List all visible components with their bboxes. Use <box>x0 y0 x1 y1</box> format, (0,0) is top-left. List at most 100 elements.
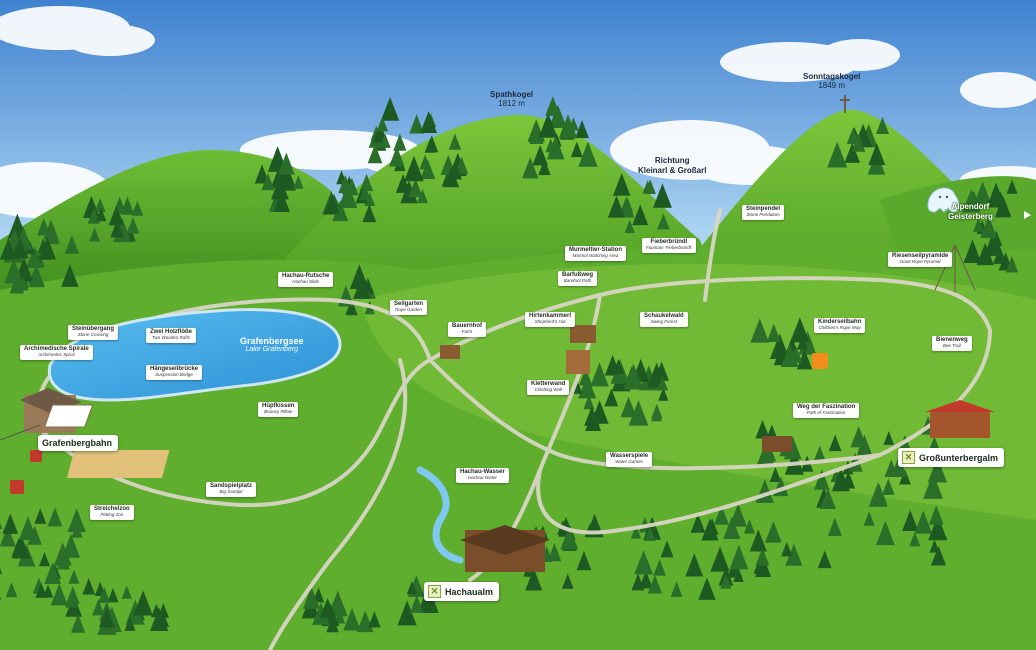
tree-icon <box>994 195 1012 218</box>
label-de: Murmeltier-Station <box>569 247 623 253</box>
tree-icon <box>367 144 383 164</box>
label-en: Barefoot Path <box>563 278 592 283</box>
station-grafenbergbahn[interactable]: Grafenbergbahn <box>38 435 119 451</box>
tree-icon <box>0 531 1 534</box>
label-wasserspiele[interactable]: Wasserspiele Water Games <box>606 452 653 467</box>
peak-name: Spathkogel <box>490 90 534 99</box>
label-schaukelwald[interactable]: Schaukelwald Swing Forest <box>640 312 688 327</box>
tree-icon <box>685 553 704 577</box>
tree-icon <box>578 375 597 399</box>
tree-icon <box>40 245 52 260</box>
tree-icon <box>273 190 290 212</box>
tree-icon <box>729 503 747 527</box>
label-archimedische-spirale[interactable]: Archimedische Spirale Archimedes Spiral <box>20 345 93 360</box>
label-weg-der-faszination[interactable]: Weg der Faszination Path of Fascination <box>793 403 860 418</box>
tree-icon <box>409 594 424 613</box>
tree-icon <box>99 607 115 628</box>
tree-icon <box>379 133 391 148</box>
tree-icon <box>108 205 125 226</box>
tree-icon <box>846 127 860 144</box>
label-hachau-wasser[interactable]: Hachau-Wasser Hachau-Water <box>456 468 509 483</box>
label-seilgarten[interactable]: Seilgarten Rope Garden <box>390 300 428 315</box>
tree-icon <box>37 218 51 236</box>
direction-line1: Richtung <box>654 156 690 165</box>
label-hachau-rutsche[interactable]: Hachau-Rutsche Hachau Slide <box>278 272 334 287</box>
tree-icon <box>39 551 51 567</box>
tree-icon <box>814 469 830 490</box>
tree-icon <box>94 197 106 213</box>
tree-icon <box>538 159 551 176</box>
tree-icon <box>2 513 19 534</box>
label-kinderseilbahn[interactable]: Kinderseilbahn Children's Rope Way <box>814 318 866 333</box>
tree-icon <box>349 264 369 290</box>
tree-icon <box>827 141 848 168</box>
tree-icon <box>756 442 776 467</box>
hachaualm-roof <box>460 525 550 555</box>
tree-icon <box>841 470 856 489</box>
label-fieberbrunnl[interactable]: Fieberbründl Fountain 'Fieberbründl' <box>642 238 696 253</box>
tree-icon <box>653 559 666 576</box>
label-steinpendel[interactable]: Steinpendel Stone Pendulum <box>742 205 785 220</box>
direction-line2: Kleinarl & Großarl <box>638 165 707 175</box>
label-en: Climbing Wall <box>534 387 562 392</box>
tree-icon <box>404 155 424 182</box>
label-steinuebergang[interactable]: Steinübergang Stone Crossing <box>68 325 119 340</box>
tree-icon <box>612 358 625 375</box>
label-barfussweg[interactable]: Barfußweg Barefoot Path <box>558 271 598 286</box>
label-en: Two Wooden Rafts <box>152 335 190 340</box>
tree-icon <box>346 300 358 316</box>
label-zwei-holzfloesse[interactable]: Zwei Holzflöße Two Wooden Rafts <box>146 328 196 343</box>
tree-icon <box>585 410 602 431</box>
tree-icon <box>755 419 770 439</box>
huepfkissen-pillow <box>43 404 94 428</box>
tree-icon <box>131 200 144 216</box>
tree-icon <box>1006 179 1018 194</box>
tree-icon <box>909 532 921 547</box>
station-hachaualm[interactable]: ✕ Hachaualm <box>424 582 500 601</box>
label-huepfkissen[interactable]: Hüpfkissen Bouncy Pillow <box>258 402 299 417</box>
tree-icon <box>579 368 593 386</box>
label-riesenseilpyramide[interactable]: Riesenseilpyramide Giant Rope Pyramid <box>888 252 953 267</box>
tree-icon <box>561 573 574 589</box>
label-bienenweg[interactable]: Bienenweg Bee Trail <box>932 336 972 351</box>
label-de: Schaukelwald <box>644 313 684 319</box>
tree-icon <box>82 195 100 219</box>
tree-icon <box>850 426 867 448</box>
tree-icon <box>425 135 439 153</box>
label-streichelzoo[interactable]: Streichelzoo Petting Zoo <box>90 505 134 520</box>
tree-icon <box>35 582 48 598</box>
tree-icon <box>660 540 674 558</box>
tree-icon <box>929 539 940 553</box>
tree-icon <box>576 550 592 571</box>
tree-icon <box>121 585 132 599</box>
bauernhof-barn <box>440 345 460 359</box>
lake-title: Grafenbergsee Lake Grafenberg <box>240 336 304 354</box>
tree-icon <box>769 466 782 482</box>
label-en: Suspension Bridge <box>155 372 193 377</box>
label-hirtenkammerl[interactable]: Hirtenkammerl Shepherd's Hut <box>525 312 576 327</box>
label-kletterwand[interactable]: Kletterwand Climbing Wall <box>527 380 570 395</box>
station-grossunterbergalm[interactable]: ✕ Großunterbergalm <box>898 448 1005 467</box>
tree-icon <box>729 544 749 570</box>
tree-icon <box>359 173 374 192</box>
label-haengeseilbruecke[interactable]: Hängeseilbrücke Suspension Bridge <box>146 365 203 380</box>
label-de: Barfußweg <box>562 272 594 278</box>
label-bauernhof[interactable]: Bauernhof Farm <box>448 322 486 337</box>
tree-icon <box>70 614 86 633</box>
label-murmeltier-station[interactable]: Murmeltier-Station Marmot Watching Area <box>565 246 627 261</box>
tree-icon <box>930 545 947 566</box>
tree-icon <box>362 204 377 223</box>
tree-icon <box>98 586 111 603</box>
tree-icon <box>0 237 17 260</box>
label-en: Farm <box>461 329 473 334</box>
label-de: Kinderseilbahn <box>818 319 862 325</box>
tree-icon <box>705 518 719 535</box>
tree-icon <box>261 173 275 191</box>
tree-icon <box>575 120 589 139</box>
label-en: Swing Forest <box>650 319 677 324</box>
tree-icon <box>670 581 683 597</box>
tree-icon <box>319 597 336 618</box>
tree-icon <box>454 156 469 174</box>
label-sandspielplatz[interactable]: Sandspielplatz Big Sandpit <box>206 482 257 497</box>
tree-icon <box>368 611 381 628</box>
